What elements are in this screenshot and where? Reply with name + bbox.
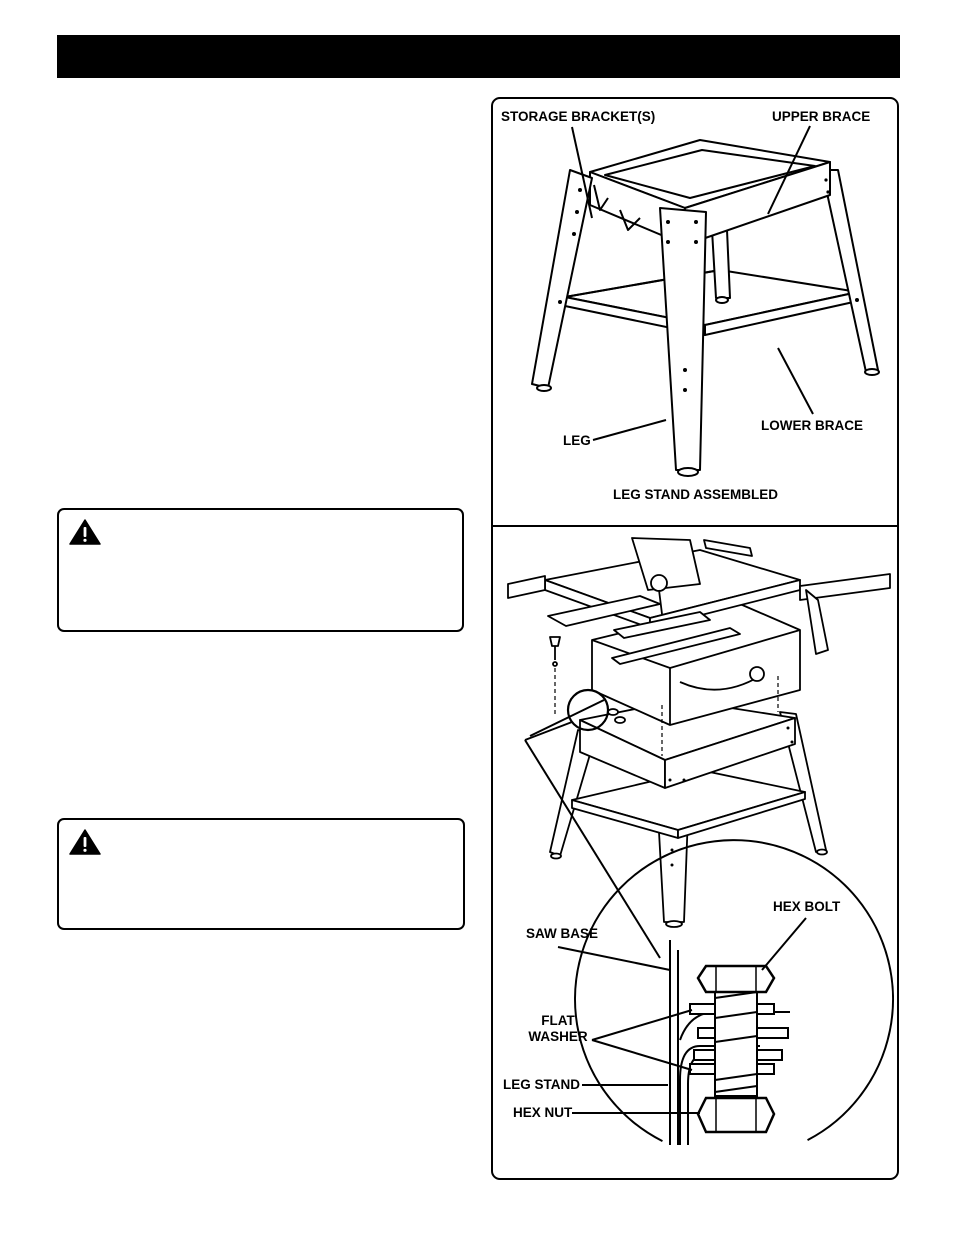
- figure-panel: [491, 97, 899, 1180]
- label-flat-washer: FLAT WASHER: [528, 1013, 588, 1045]
- leg-stand-illustration: [531, 139, 880, 477]
- leader-lines-bottom: [557, 917, 807, 1114]
- warning-box-top: [57, 508, 464, 632]
- warning-box-bottom: [57, 818, 465, 930]
- detail-marker-circle: [566, 688, 610, 732]
- label-saw-base: SAW BASE: [526, 926, 599, 941]
- label-lower-brace: LOWER BRACE: [761, 418, 863, 433]
- figure-caption-leg-stand: LEG STAND ASSEMBLED: [613, 487, 779, 502]
- page-header-bar: [57, 35, 900, 78]
- leader-lines-top: [571, 125, 814, 441]
- warning-triangle-icon: [69, 519, 101, 545]
- label-leg-stand: LEG STAND: [503, 1077, 580, 1092]
- label-leg: LEG: [563, 433, 591, 448]
- label-flat-washer-line1: FLAT: [541, 1013, 575, 1028]
- warning-triangle-icon: [69, 829, 101, 855]
- label-upper-brace: UPPER BRACE: [772, 109, 871, 124]
- label-flat-washer-line2: WASHER: [528, 1029, 588, 1044]
- label-hex-nut: HEX NUT: [513, 1105, 573, 1120]
- label-hex-bolt: HEX BOLT: [773, 899, 841, 914]
- saw-on-stand-illustration: [507, 537, 891, 928]
- magnified-detail: [574, 839, 895, 1145]
- figure-divider: [493, 525, 897, 527]
- label-storage-bracket: STORAGE BRACKET(S): [501, 109, 656, 124]
